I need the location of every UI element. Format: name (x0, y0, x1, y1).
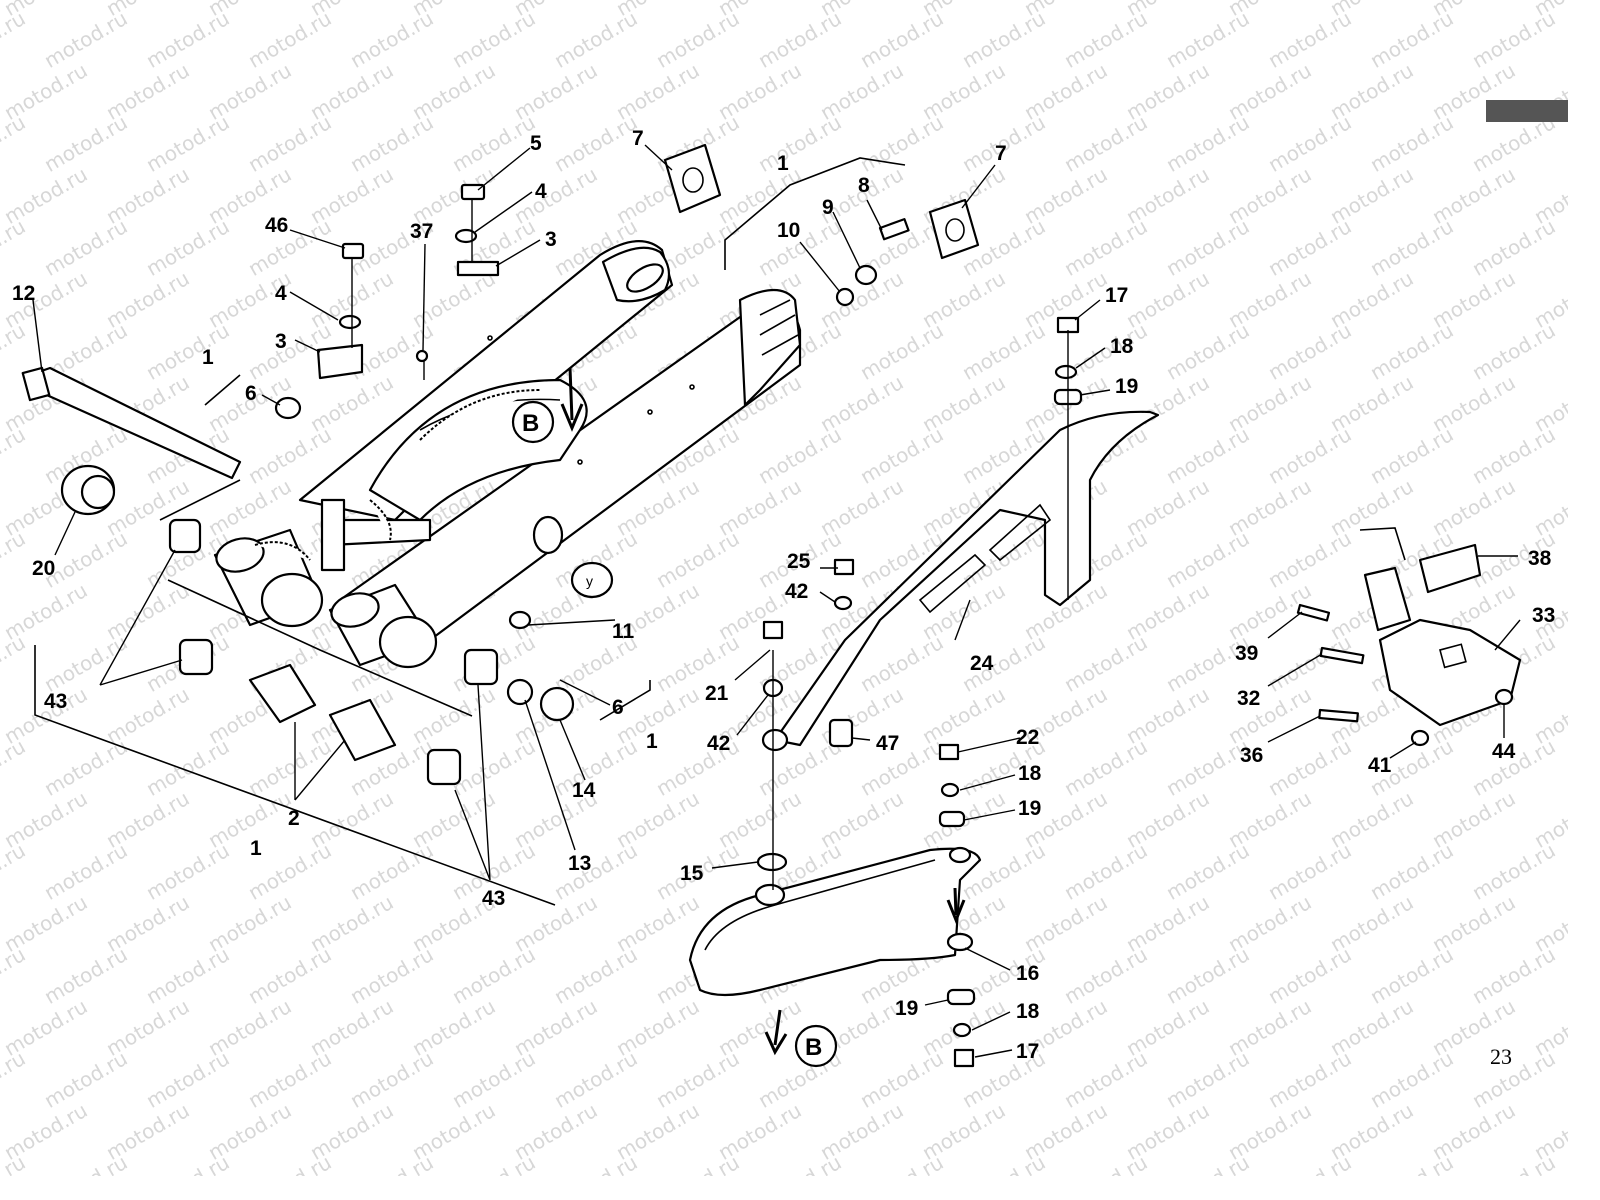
chain-guard-24 (761, 394, 1160, 752)
callout-25: 25 (787, 550, 811, 573)
callout-44: 44 (1492, 740, 1516, 763)
callout-5: 5 (530, 132, 542, 155)
upper-hardware (274, 183, 500, 420)
callout-4: 4 (535, 180, 547, 203)
callout-10: 10 (777, 219, 800, 242)
bushing-20 (60, 464, 116, 516)
callout-1: 1 (777, 152, 789, 175)
callout-13: 13 (568, 852, 591, 875)
callout-16: 16 (1016, 962, 1039, 985)
callout-38: 38 (1528, 547, 1552, 570)
callout-17: 17 (1016, 1040, 1039, 1063)
callout-7: 7 (995, 142, 1007, 165)
callout-37: 37 (410, 220, 433, 243)
page-number: 23 (1490, 1044, 1512, 1069)
callout-14: 14 (572, 779, 596, 802)
svg-text:y: y (586, 573, 593, 589)
callout-17: 17 (1105, 284, 1128, 307)
leader-lines (32, 144, 1521, 1058)
exploded-diagram: y (12, 127, 1555, 1068)
group-brackets (34, 157, 906, 906)
callout-1: 1 (202, 346, 214, 369)
callout-6: 6 (612, 696, 624, 719)
callout-43: 43 (482, 887, 505, 910)
callout-39: 39 (1235, 642, 1258, 665)
view-marker-label: B (522, 410, 539, 437)
callout-47: 47 (876, 732, 899, 755)
callout-43: 43 (44, 690, 67, 713)
callout-19: 19 (1115, 375, 1138, 398)
view-marker-bottom: B (764, 887, 966, 1068)
callout-7: 7 (632, 127, 644, 150)
view-marker-top: B (511, 367, 584, 444)
callout-18: 18 (1016, 1000, 1040, 1023)
section-tab (1486, 100, 1568, 122)
guard-hardware (756, 316, 1083, 1068)
callout-19: 19 (1018, 797, 1041, 820)
callout-18: 18 (1018, 762, 1042, 785)
callout-21: 21 (705, 682, 729, 705)
cap-11: y (570, 561, 614, 599)
chain-slider-16 (688, 846, 982, 997)
bracket-33 (1296, 527, 1522, 747)
callout-33: 33 (1532, 604, 1555, 627)
view-marker-label: B (805, 1034, 822, 1061)
bearings (168, 518, 575, 786)
callout-46: 46 (265, 214, 288, 237)
callout-labels: 12 20 46 4 3 1 6 5 4 3 37 7 1 7 8 9 10 1… (12, 127, 1555, 1063)
callout-19: 19 (895, 997, 918, 1020)
callout-3: 3 (545, 228, 557, 251)
callout-18: 18 (1110, 335, 1134, 358)
adjuster-bolt (835, 218, 910, 307)
callout-15: 15 (680, 862, 704, 885)
swingarm (213, 240, 802, 669)
callout-36: 36 (1240, 744, 1263, 767)
callout-22: 22 (1016, 726, 1039, 749)
callout-42: 42 (707, 732, 730, 755)
callout-1: 1 (250, 837, 262, 860)
callout-42: 42 (785, 580, 808, 603)
callout-20: 20 (32, 557, 55, 580)
callout-8: 8 (858, 174, 870, 197)
callout-4: 4 (275, 282, 287, 305)
callout-41: 41 (1368, 754, 1392, 777)
callout-1: 1 (646, 730, 658, 753)
callout-2: 2 (288, 807, 300, 830)
axle-12 (21, 366, 242, 480)
callout-32: 32 (1237, 687, 1260, 710)
callout-11: 11 (612, 620, 635, 643)
callout-9: 9 (822, 196, 834, 219)
adjuster-blocks-7 (663, 143, 980, 260)
callout-3: 3 (275, 330, 287, 353)
callout-6: 6 (245, 382, 257, 405)
callout-24: 24 (970, 652, 994, 675)
callout-12: 12 (12, 282, 35, 305)
